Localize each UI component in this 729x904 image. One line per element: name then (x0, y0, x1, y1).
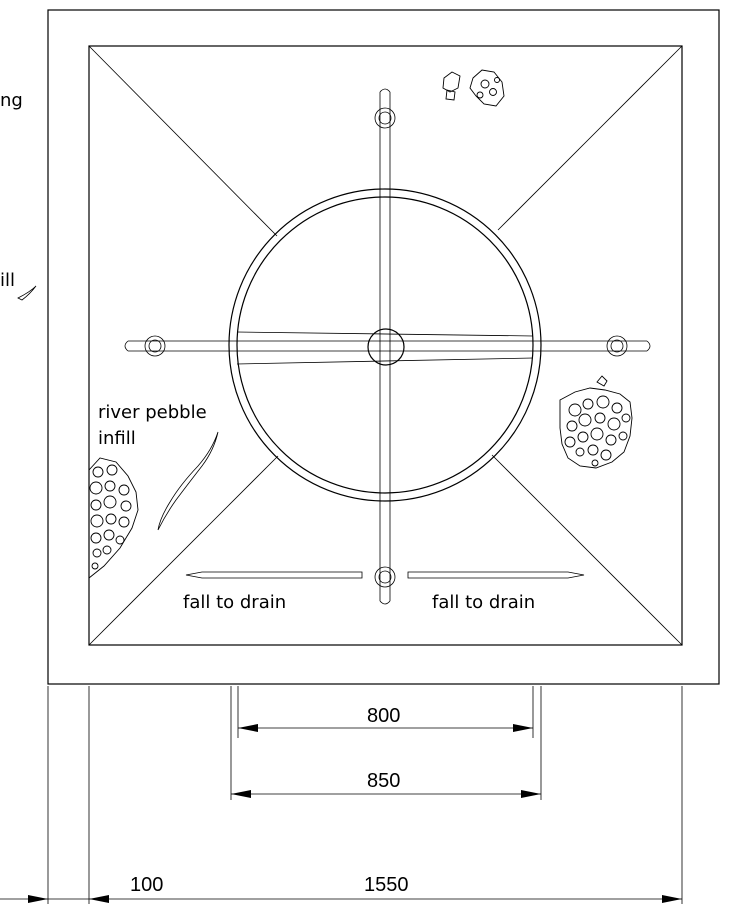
dimension-800-label: 800 (367, 705, 400, 727)
dimension-100-label: 100 (130, 874, 163, 896)
river-pebble-label-line2: infill (98, 428, 136, 449)
river-pebble-leader (157, 431, 219, 531)
fall-to-drain-label-right: fall to drain (432, 592, 535, 613)
pebble-cluster-left (88, 457, 139, 579)
dimension-bottom: 100 1550 (0, 874, 682, 903)
dimension-extension-lines (47, 686, 683, 904)
pebble-cluster-top (442, 69, 505, 107)
dimension-800: 800 (238, 705, 533, 732)
fall-to-drain-label-left: fall to drain (183, 592, 286, 613)
left-cut-label-1: ng (0, 90, 23, 111)
bolt-rings (144, 107, 628, 588)
center-drain (367, 328, 405, 366)
drain-grate-circle (228, 188, 542, 502)
dimension-850-label: 850 (367, 770, 400, 792)
river-pebble-label-line1: river pebble (98, 402, 207, 423)
fall-arrow-left (185, 571, 363, 579)
pebble-cluster-right (559, 375, 633, 469)
inner-sump-square (88, 45, 683, 646)
diagonal-fall-lines (88, 45, 683, 646)
dimension-850: 850 (231, 770, 541, 798)
dimension-1550-label: 1550 (364, 874, 409, 896)
fall-arrow-right (407, 571, 585, 579)
left-cut-label-2: ill (0, 270, 15, 291)
cross-bars (124, 88, 651, 605)
left-cut-leader (17, 285, 37, 301)
outer-frame (47, 9, 720, 685)
